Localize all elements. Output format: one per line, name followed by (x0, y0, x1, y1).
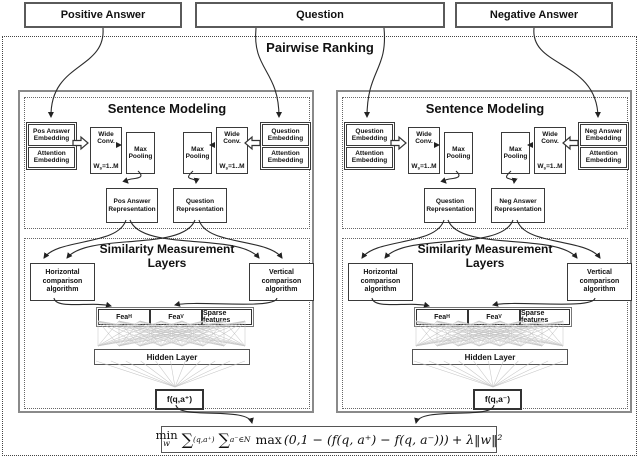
positive-answer-box: Positive Answer (24, 2, 182, 28)
embedding-stack-left: Question Embedding Attention Embedding (344, 122, 395, 170)
horizontal-comparison-box: Horizontal comparison algorithm (348, 263, 413, 301)
conv-window-label: Ws=1..M (411, 162, 437, 171)
regularizer-term: + λ‖w‖² (451, 432, 503, 447)
representation-box-left: Question Representation (424, 188, 476, 223)
max-pooling-box: Max Pooling (183, 132, 212, 174)
answer-embedding-box: Pos Answer Embedding (28, 124, 75, 146)
representation-box-right: Neg Answer Representation (491, 188, 545, 223)
answer-embedding-box: Question Embedding (346, 124, 393, 146)
vertical-comparison-box: Vertical comparison algorithm (567, 263, 632, 301)
sum-symbol: ∑ (218, 430, 230, 449)
pairwise-ranking-title: Pairwise Ranking (266, 40, 374, 55)
sparse-features-box: Sparse features (202, 309, 252, 325)
attention-embedding-box: Attention Embedding (28, 146, 75, 168)
max-arguments: (0,1 − (f(q, a⁺) − f(q, a⁻))) (283, 432, 449, 447)
conv-window-label: Ws=1..M (537, 162, 563, 171)
answer-embedding-box: Question Embedding (262, 124, 309, 146)
wide-conv-box: Wide Conv. Ws=1..M (216, 127, 248, 174)
representation-box-left: Pos Answer Representation (106, 188, 158, 223)
sparse-features-box: Sparse features (520, 309, 570, 325)
pairwise-ranking-container (2, 36, 637, 456)
wide-conv-box: Wide Conv. Ws=1..M (90, 127, 122, 174)
min-operator: min w (155, 428, 178, 448)
negative-pipeline-panel: Sentence Modeling Question Embedding Att… (336, 90, 632, 413)
attention-embedding-box: Attention Embedding (262, 146, 309, 168)
attention-embedding-box: Attention Embedding (346, 146, 393, 168)
hidden-layer-bar: Hidden Layer (94, 349, 250, 365)
sentence-modeling-title: Sentence Modeling (425, 101, 545, 116)
attention-embedding-box: Attention Embedding (580, 146, 627, 168)
embedding-stack-left: Pos Answer Embedding Attention Embedding (26, 122, 77, 170)
max-operator: max (255, 432, 282, 447)
question-box: Question (195, 2, 445, 28)
horizontal-comparison-box: Horizontal comparison algorithm (30, 263, 95, 301)
wide-conv-box: Wide Conv. Ws=1..M (408, 127, 440, 174)
wide-conv-box: Wide Conv. Ws=1..M (534, 127, 566, 174)
embedding-stack-right: Question Embedding Attention Embedding (260, 122, 311, 170)
sum-symbol: ∑ (181, 430, 194, 449)
wide-conv-label: Wide Conv. (415, 131, 433, 146)
max-pooling-box: Max Pooling (126, 132, 155, 174)
sum-subscript: (q,a⁺) (193, 435, 215, 444)
embedding-stack-right: Neg Answer Embedding Attention Embedding (578, 122, 629, 170)
max-pooling-box: Max Pooling (501, 132, 530, 174)
wide-conv-label: Wide Conv. (223, 131, 241, 146)
max-pooling-box: Max Pooling (444, 132, 473, 174)
score-function-box: f(q,a⁺) (155, 389, 204, 410)
objective-formula-box: min w ∑ (q,a⁺) ∑ a⁻∈N max (0,1 − (f(q, a… (156, 426, 502, 453)
conv-window-label: Ws=1..M (93, 162, 119, 171)
representation-box-right: Question Representation (173, 188, 227, 223)
wide-conv-label: Wide Conv. (541, 131, 559, 146)
sentence-modeling-title: Sentence Modeling (107, 101, 227, 116)
negative-answer-box: Negative Answer (455, 2, 613, 28)
conv-window-label: Ws=1..M (219, 162, 245, 171)
wide-conv-label: Wide Conv. (97, 131, 115, 146)
hidden-layer-bar: Hidden Layer (412, 349, 568, 365)
positive-pipeline-panel: Sentence Modeling Pos Answer Embedding A… (18, 90, 314, 413)
score-function-box: f(q,a⁻) (473, 389, 522, 410)
answer-embedding-box: Neg Answer Embedding (580, 124, 627, 146)
sum-subscript: a⁻∈N (229, 435, 251, 444)
vertical-comparison-box: Vertical comparison algorithm (249, 263, 314, 301)
